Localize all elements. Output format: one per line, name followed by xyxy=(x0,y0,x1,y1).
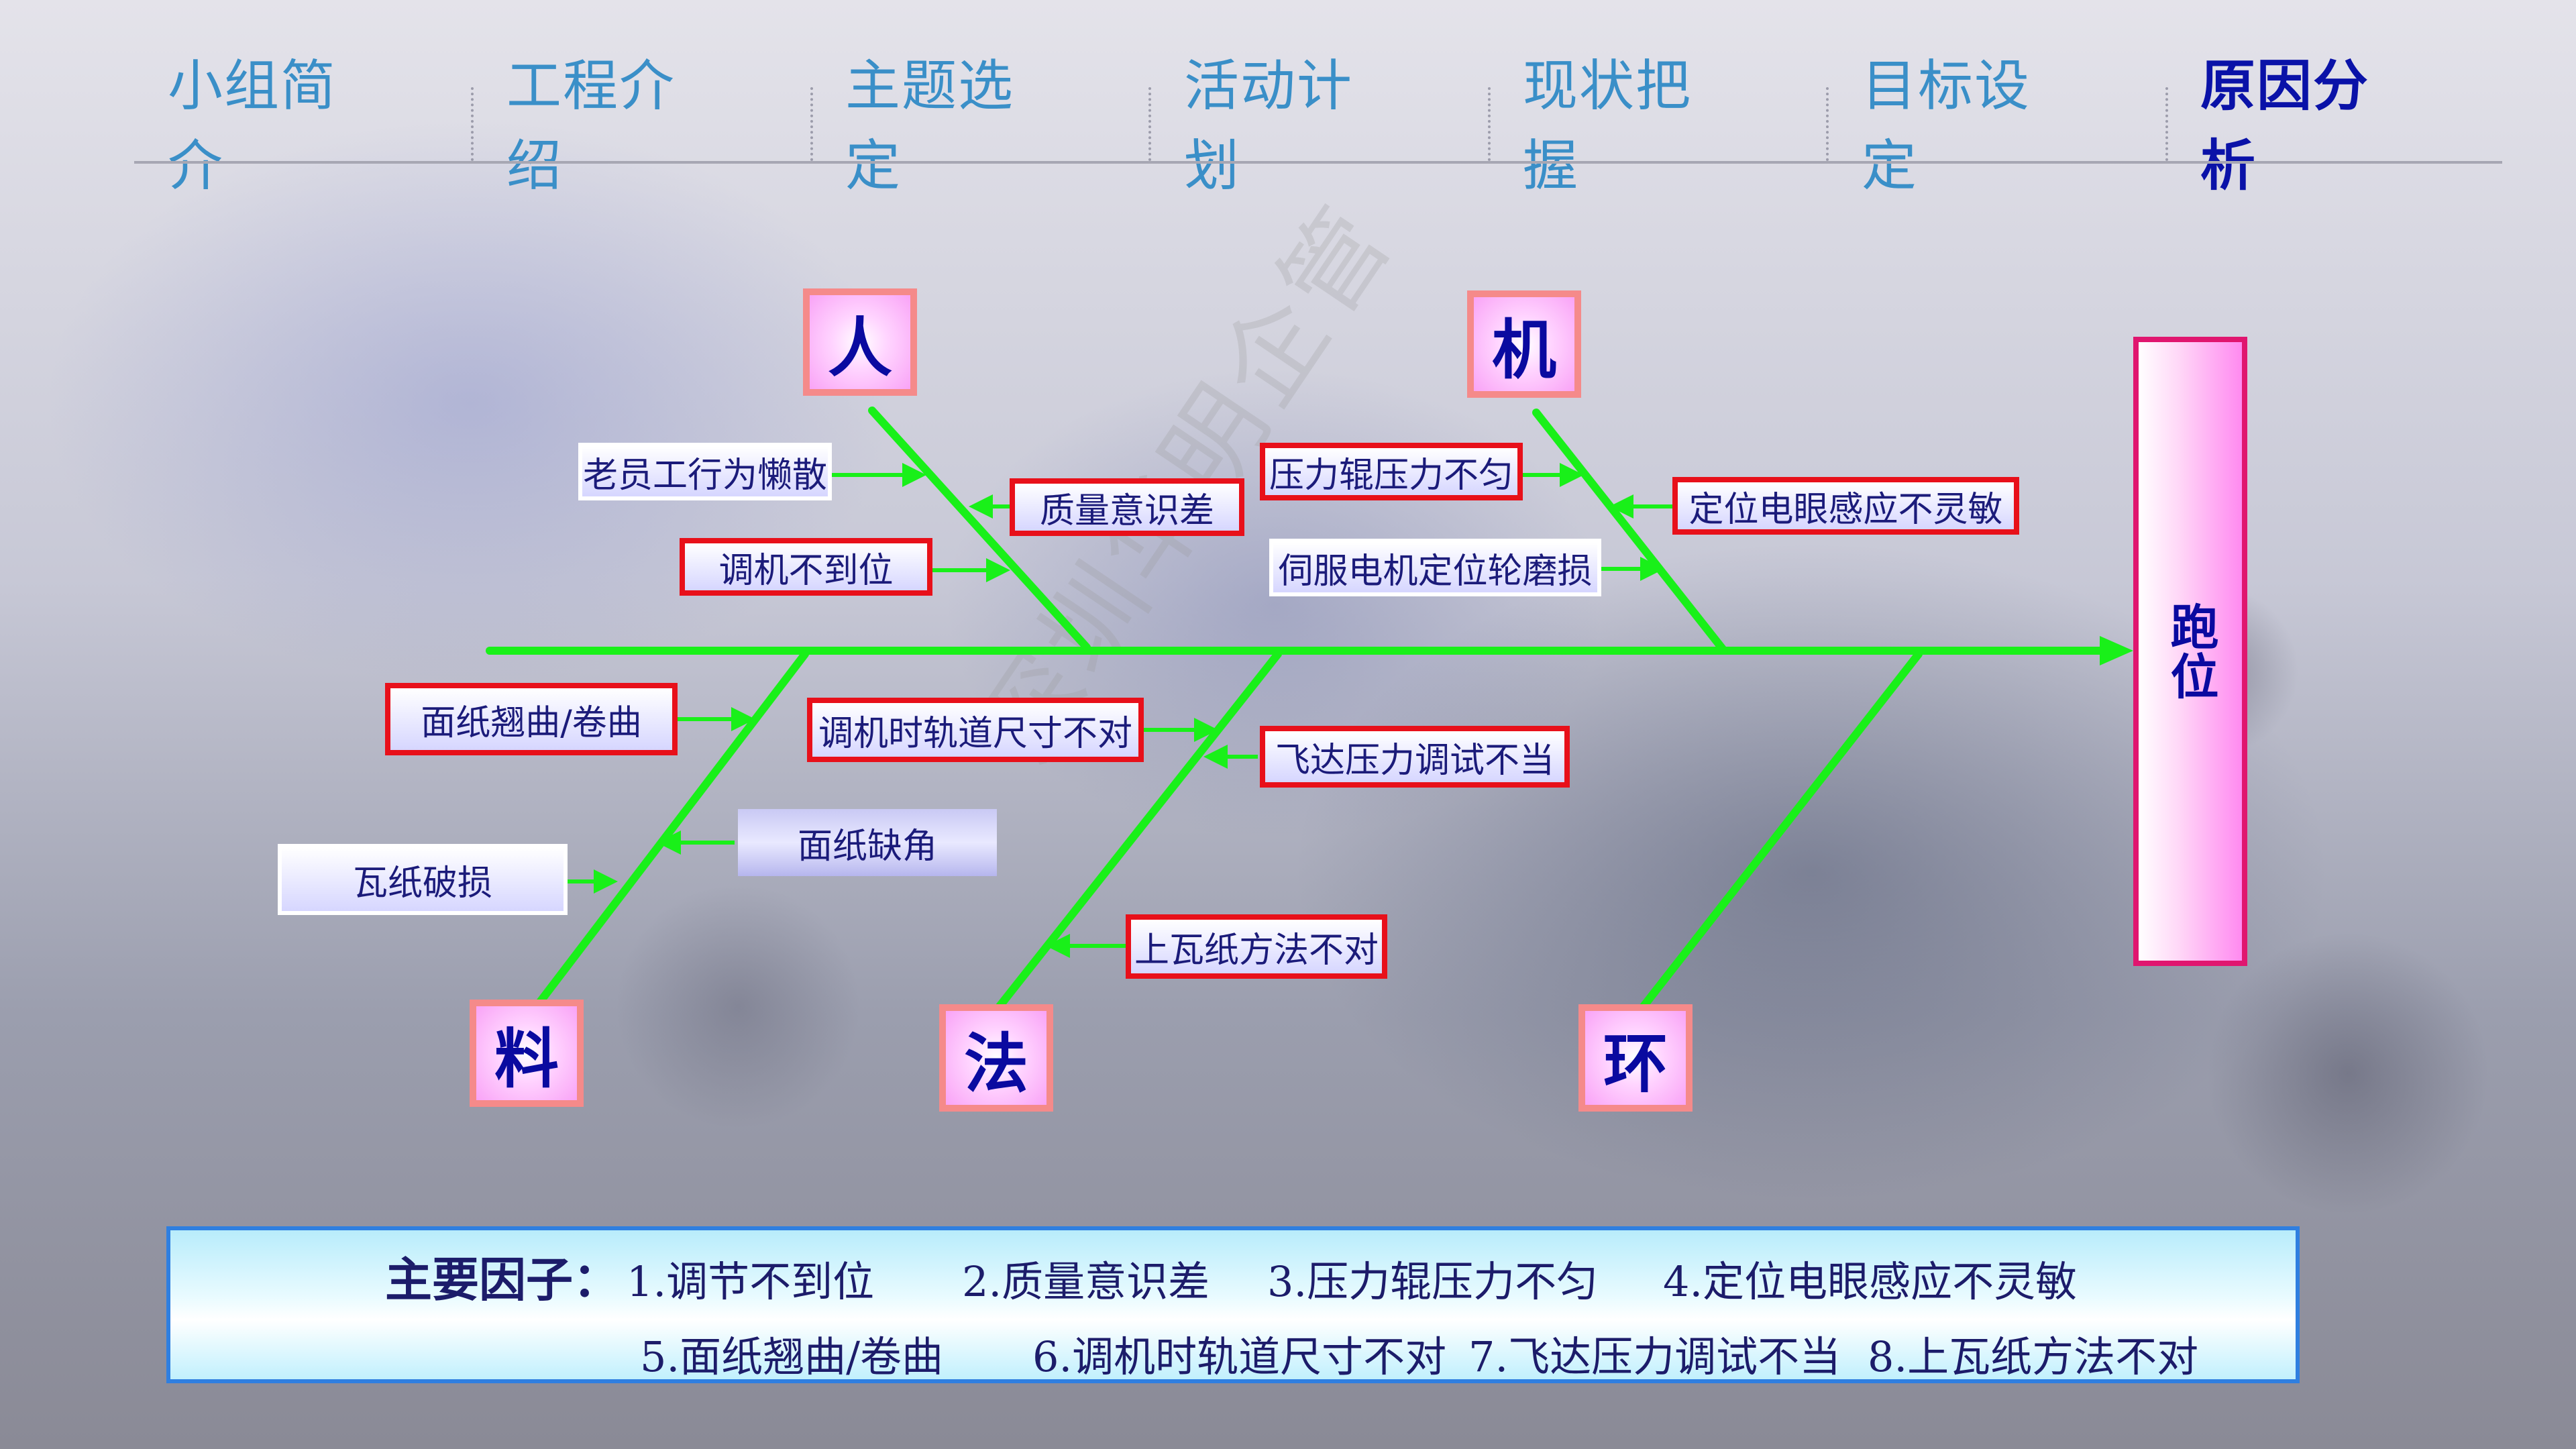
nav-underline xyxy=(134,161,2502,164)
category-ren: 人 xyxy=(803,288,917,396)
bone-liao xyxy=(533,650,809,1010)
nav-divider xyxy=(810,87,813,161)
main-factor-5: 5.面纸翘曲/卷曲 xyxy=(640,1332,944,1381)
main-factors-box: 主要因子： 1.调节不到位 2.质量意识差 3.压力辊压力不匀 4.定位电眼感应… xyxy=(166,1226,2300,1383)
bone-ji xyxy=(1532,409,1728,655)
cause-ren-3: 调机不到位 xyxy=(680,538,932,596)
main-factors-label: 主要因子： xyxy=(385,1252,620,1307)
cause-liao-3: 瓦纸破损 xyxy=(278,844,568,915)
spine-arrow xyxy=(2100,636,2133,665)
nav-divider xyxy=(1826,87,1829,161)
effect-label: 跑位 xyxy=(2162,602,2218,701)
nav-divider xyxy=(471,87,474,161)
cause-ji-1: 压力辊压力不匀 xyxy=(1260,443,1523,500)
category-huan: 环 xyxy=(1578,1004,1693,1112)
main-factor-3: 3.压力辊压力不匀 xyxy=(1267,1257,1599,1306)
nav-divider xyxy=(1488,87,1491,161)
cause-liao-1: 面纸翘曲/卷曲 xyxy=(385,683,678,755)
main-factor-1: 1.调节不到位 xyxy=(627,1257,875,1306)
category-ji: 机 xyxy=(1467,290,1581,398)
category-liao: 料 xyxy=(470,1000,584,1107)
main-factor-8: 8.上瓦纸方法不对 xyxy=(1868,1332,2199,1381)
main-factor-2: 2.质量意识差 xyxy=(962,1257,1210,1306)
cause-ji-2: 定位电眼感应不灵敏 xyxy=(1672,477,2019,535)
bone-huan xyxy=(1640,650,1923,1010)
effect-box: 跑位 xyxy=(2133,337,2247,966)
cause-ji-3: 伺服电机定位轮磨损 xyxy=(1269,539,1601,596)
nav-divider xyxy=(2165,87,2168,161)
bone-ren xyxy=(868,407,1091,651)
main-factor-6: 6.调机时轨道尺寸不对 xyxy=(1032,1332,1447,1381)
main-factor-4: 4.定位电眼感应不灵敏 xyxy=(1663,1257,2078,1306)
cause-fa-3: 上瓦纸方法不对 xyxy=(1126,914,1387,979)
cause-fa-2: 飞达压力调试不当 xyxy=(1260,726,1570,788)
cause-ren-1: 老员工行为懒散 xyxy=(578,443,832,500)
category-fa: 法 xyxy=(939,1004,1053,1112)
cause-ren-2: 质量意识差 xyxy=(1010,478,1244,536)
main-factor-7: 7.飞达压力调试不当 xyxy=(1468,1332,1841,1381)
nav-divider xyxy=(1148,87,1151,161)
cause-liao-2: 面纸缺角 xyxy=(738,809,997,876)
cause-fa-1: 调机时轨道尺寸不对 xyxy=(807,698,1144,762)
